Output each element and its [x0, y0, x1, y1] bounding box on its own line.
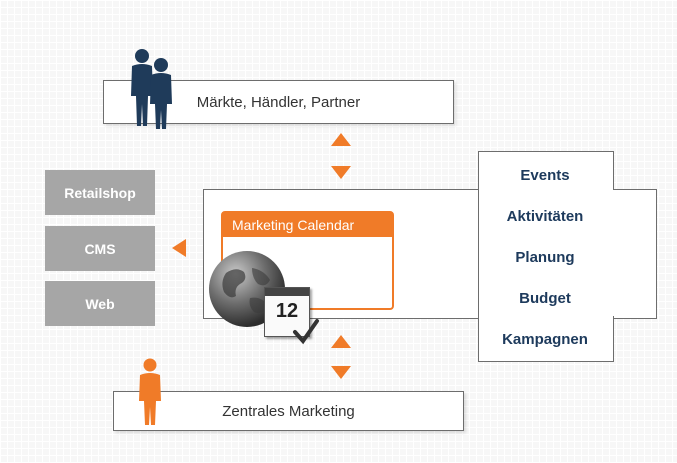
arrow-down-top [331, 166, 351, 179]
marketing-calendar-title: Marketing Calendar [223, 213, 392, 237]
feature-events: Events [520, 167, 570, 184]
partners-label: Märkte, Händler, Partner [196, 93, 361, 111]
person-icon [139, 358, 161, 425]
feature-aktivitaeten: Aktivitäten [506, 208, 584, 225]
calendar-day-number: 12 [275, 300, 299, 322]
channel-cms: CMS [45, 226, 155, 271]
arrow-down-bottom [331, 366, 351, 379]
people-group-icon [131, 49, 172, 129]
central-marketing-box: Zentrales Marketing [113, 391, 464, 431]
channel-retailshop: Retailshop [45, 170, 155, 215]
panel-merge-cover-2 [479, 152, 611, 359]
central-marketing-label: Zentrales Marketing [222, 402, 355, 420]
arrow-left-channels [172, 239, 186, 257]
checkmark-icon [293, 319, 319, 345]
calendar-page-icon: 12 [264, 287, 310, 337]
feature-planung: Planung [515, 249, 575, 266]
channel-web: Web [45, 281, 155, 326]
arrow-up-top [331, 133, 351, 146]
arrow-up-bottom [331, 335, 351, 348]
calendar-rings [265, 288, 309, 296]
feature-kampagnen: Kampagnen [502, 331, 588, 348]
feature-budget: Budget [519, 290, 571, 307]
